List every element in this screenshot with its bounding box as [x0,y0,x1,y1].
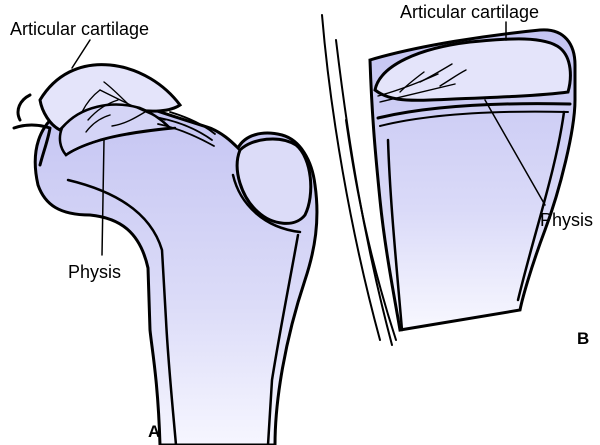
retinacular-vessels [157,111,216,147]
label-a-articular-cartilage: Articular cartilage [10,19,149,39]
panel-label-a: A [148,422,160,441]
bone-b-vessels [377,63,467,103]
leader-a-physis [101,139,105,256]
femoral-head-physis [64,126,177,157]
femur-inner-cortex-left [66,178,178,445]
label-b-articular-cartilage: Articular cartilage [400,2,539,22]
panel-label-b: B [577,329,589,348]
epiphyseal-vessels [81,81,166,133]
femur-inner-cortex-right [266,233,300,445]
acetabulum [12,93,52,167]
bone-b-physis-inner [379,110,569,127]
bone-b-inner-cortex-right [516,110,566,302]
bone-b-inner-cortex-left [386,138,404,332]
leader-b-physis [484,99,546,206]
panel-b-bone [321,14,577,346]
greater-trochanter-physis [231,173,302,234]
panel-a-femur [12,39,319,445]
leader-a-cartilage [71,39,91,69]
periosteal-lines [321,14,397,346]
greater-trochanter [235,137,313,225]
bone-b-cartilage [373,37,572,102]
label-a-physis: Physis [68,262,121,282]
label-b-physis: Physis [540,210,593,230]
bone-b-physis [376,102,572,120]
